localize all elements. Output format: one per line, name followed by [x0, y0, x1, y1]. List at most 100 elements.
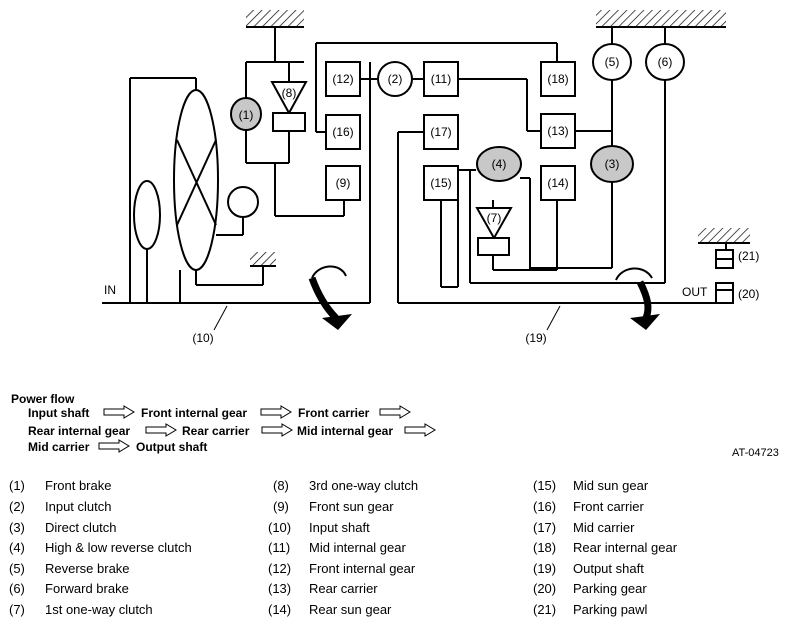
label-11: (11)	[431, 72, 451, 86]
legend-num: (14)	[268, 602, 292, 617]
label-out: OUT	[682, 285, 708, 299]
flow-arrow-icon	[260, 405, 292, 419]
ground-hatch-mid	[250, 252, 276, 266]
node-box-13	[540, 113, 576, 149]
legend-num: (15)	[533, 478, 557, 493]
legend-name: Front internal gear	[309, 561, 416, 576]
legend-name: Mid internal gear	[309, 540, 406, 555]
legend-num: (19)	[533, 561, 557, 576]
label-5: (5)	[605, 55, 620, 69]
one-way-clutch-7-block	[477, 237, 510, 256]
legend-name: Front carrier	[573, 499, 644, 514]
legend-num: (21)	[533, 602, 557, 617]
label-6: (6)	[658, 55, 673, 69]
node-box-14	[540, 165, 576, 201]
node-box-16	[325, 114, 361, 150]
node-circle-6	[645, 43, 685, 81]
torque-converter-impeller	[133, 180, 161, 250]
node-circle-2	[377, 61, 413, 97]
stator-circle	[227, 186, 259, 218]
legend-name: Front sun gear	[309, 499, 394, 514]
legend-name: Input clutch	[45, 499, 112, 514]
clutch-3	[590, 145, 634, 183]
legend-name: Reverse brake	[45, 561, 130, 576]
flow-step-output-shaft: Output shaft	[136, 440, 208, 454]
legend-name: Input shaft	[309, 520, 370, 535]
flow-arrow-icon	[261, 423, 293, 437]
label-4: (4)	[492, 157, 507, 171]
rotation-arrow-output	[615, 267, 660, 330]
label-21: (21)	[738, 249, 759, 263]
legend-num: (4)	[9, 540, 25, 555]
label-14: (14)	[547, 176, 568, 190]
label-2: (2)	[388, 72, 403, 86]
legend-num: (17)	[533, 520, 557, 535]
label-9: (9)	[336, 176, 351, 190]
node-box-9	[325, 165, 361, 201]
legend-num: (10)	[268, 520, 292, 535]
legend-name: Parking pawl	[573, 602, 648, 617]
node-box-15	[423, 165, 459, 201]
legend-num: (12)	[268, 561, 292, 576]
ground-hatch-top-right	[596, 10, 726, 27]
legend-num: (3)	[9, 520, 25, 535]
legend-num: (7)	[9, 602, 25, 617]
legend-num: (16)	[533, 499, 557, 514]
flow-step-front-carrier: Front carrier	[298, 406, 370, 420]
power-flow-title: Power flow	[11, 392, 75, 406]
flow-arrow-icon	[145, 423, 177, 437]
legend-name: Output shaft	[573, 561, 644, 576]
legend-name: Parking gear	[573, 581, 647, 596]
flow-arrow-icon	[404, 423, 436, 437]
label-13: (13)	[547, 124, 568, 138]
label-12: (12)	[332, 72, 353, 86]
rotation-arrow-input	[308, 265, 352, 330]
ground-hatch-top-left	[246, 10, 304, 27]
label-16: (16)	[332, 125, 353, 139]
label-7: (7)	[487, 211, 502, 225]
legend-name: Forward brake	[45, 581, 129, 596]
flow-step-rear-carrier: Rear carrier	[182, 424, 250, 438]
label-3: (3)	[605, 157, 620, 171]
label-in: IN	[104, 283, 116, 297]
flow-step-mid-internal-gear: Mid internal gear	[297, 424, 394, 438]
legend-name: Direct clutch	[45, 520, 117, 535]
label-15: (15)	[430, 176, 451, 190]
node-box-12	[325, 61, 361, 97]
node-box-18	[540, 61, 576, 97]
flow-arrow-icon	[98, 439, 130, 453]
legend-num: (1)	[9, 478, 25, 493]
legend-name: Rear internal gear	[573, 540, 678, 555]
legend-num: (11)	[268, 540, 291, 555]
power-flow-diagram: (1) (8) (12) (16) (9) (2) (11) (17) (15)…	[102, 10, 759, 345]
label-17: (17)	[430, 125, 451, 139]
legend-name: 1st one-way clutch	[45, 602, 153, 617]
legend-num: (5)	[9, 561, 25, 576]
legend-num: (18)	[533, 540, 557, 555]
node-circle-5	[592, 43, 632, 81]
label-18: (18)	[547, 72, 568, 86]
label-1: (1)	[239, 108, 254, 122]
legend-name: High & low reverse clutch	[45, 540, 192, 555]
node-box-17	[423, 114, 459, 150]
clutch-4	[476, 146, 522, 182]
legend-name: Mid carrier	[573, 520, 635, 535]
legend-name: Rear sun gear	[309, 602, 392, 617]
label-19: (19)	[525, 331, 546, 345]
parking-gear	[715, 282, 734, 304]
legend-name: 3rd one-way clutch	[309, 478, 419, 493]
flow-step-front-internal-gear: Front internal gear	[141, 406, 248, 420]
one-way-clutch-8-block	[272, 112, 306, 132]
label-10: (10)	[192, 331, 213, 345]
legend-num: (8)	[273, 478, 289, 493]
label-8: (8)	[282, 86, 297, 100]
flow-step-mid-carrier: Mid carrier	[28, 440, 90, 454]
legend-num: (6)	[9, 581, 25, 596]
legend-num: (2)	[9, 499, 25, 514]
node-box-11	[423, 61, 459, 97]
clutch-1	[230, 97, 262, 131]
one-way-clutch-8-triangle	[270, 81, 308, 116]
flow-step-input-shaft: Input shaft	[28, 406, 90, 420]
ground-hatch-right	[698, 228, 750, 243]
label-20: (20)	[738, 287, 759, 301]
